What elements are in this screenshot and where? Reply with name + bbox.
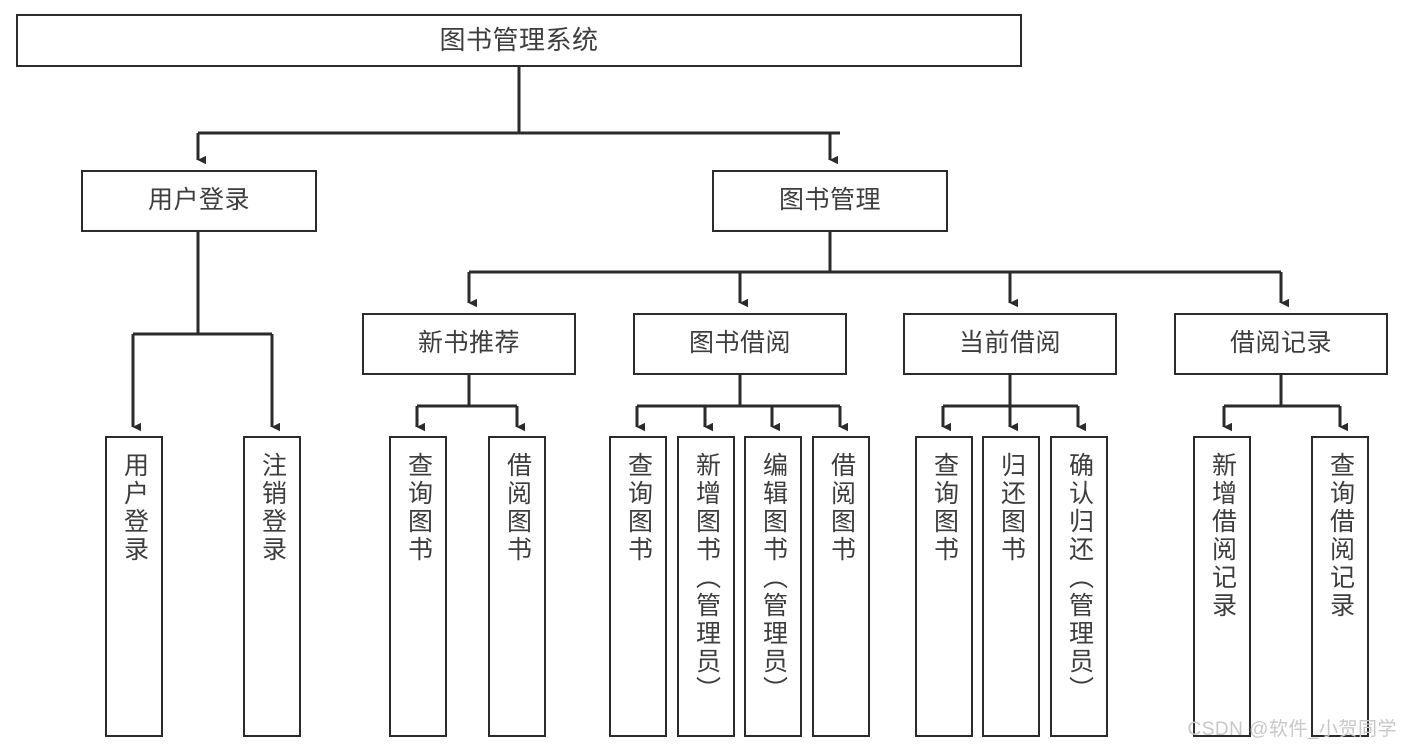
leaf-user-login-logout[interactable]: 注销登录 (243, 436, 301, 737)
node-label: 图书管理系统 (439, 25, 599, 56)
node-current-borrow[interactable]: 当前借阅 (903, 313, 1117, 375)
node-new-book-recommend[interactable]: 新书推荐 (362, 313, 576, 375)
leaf-recommend-query-book[interactable]: 查询图书 (389, 436, 447, 737)
leaf-borrow-add-book-admin[interactable]: 新增图书（管理员） (677, 436, 735, 737)
node-label: 查询图书 (624, 452, 653, 564)
node-label: 图书管理 (778, 186, 881, 215)
node-label: 当前借阅 (958, 329, 1061, 358)
node-label: 注销登录 (258, 452, 287, 564)
node-label: 新增图书（管理员） (692, 452, 721, 704)
node-label: 用户登录 (120, 452, 149, 564)
leaf-current-return-book[interactable]: 归还图书 (982, 436, 1040, 737)
node-label: 新书推荐 (417, 329, 520, 358)
leaf-current-query-book[interactable]: 查询图书 (915, 436, 973, 737)
node-book-management[interactable]: 图书管理 (712, 170, 948, 232)
node-label: 查询图书 (930, 452, 959, 564)
node-label: 用户登录 (147, 186, 250, 215)
node-borrow-records[interactable]: 借阅记录 (1174, 313, 1388, 375)
node-label: 归还图书 (997, 452, 1026, 564)
node-label: 借阅图书 (503, 452, 532, 564)
leaf-recommend-borrow-book[interactable]: 借阅图书 (488, 436, 546, 737)
node-label: 新增借阅记录 (1208, 452, 1237, 620)
node-label: 查询图书 (404, 452, 433, 564)
node-book-borrow[interactable]: 图书借阅 (633, 313, 847, 375)
leaf-borrow-query-book[interactable]: 查询图书 (609, 436, 667, 737)
leaf-user-login-login[interactable]: 用户登录 (105, 436, 163, 737)
leaf-borrow-edit-book-admin[interactable]: 编辑图书（管理员） (744, 436, 802, 737)
node-label: 借阅图书 (827, 452, 856, 564)
node-label: 借阅记录 (1229, 329, 1332, 358)
leaf-borrow-borrow-book[interactable]: 借阅图书 (812, 436, 870, 737)
leaf-records-query-record[interactable]: 查询借阅记录 (1311, 436, 1369, 737)
node-label: 图书借阅 (688, 329, 791, 358)
node-label: 确认归还（管理员） (1065, 452, 1094, 704)
node-label: 查询借阅记录 (1326, 452, 1355, 620)
node-label: 编辑图书（管理员） (759, 452, 788, 704)
leaf-records-add-record[interactable]: 新增借阅记录 (1193, 436, 1251, 737)
node-user-login[interactable]: 用户登录 (81, 170, 317, 232)
node-root-system[interactable]: 图书管理系统 (16, 14, 1022, 67)
leaf-current-confirm-return-admin[interactable]: 确认归还（管理员） (1050, 436, 1108, 737)
